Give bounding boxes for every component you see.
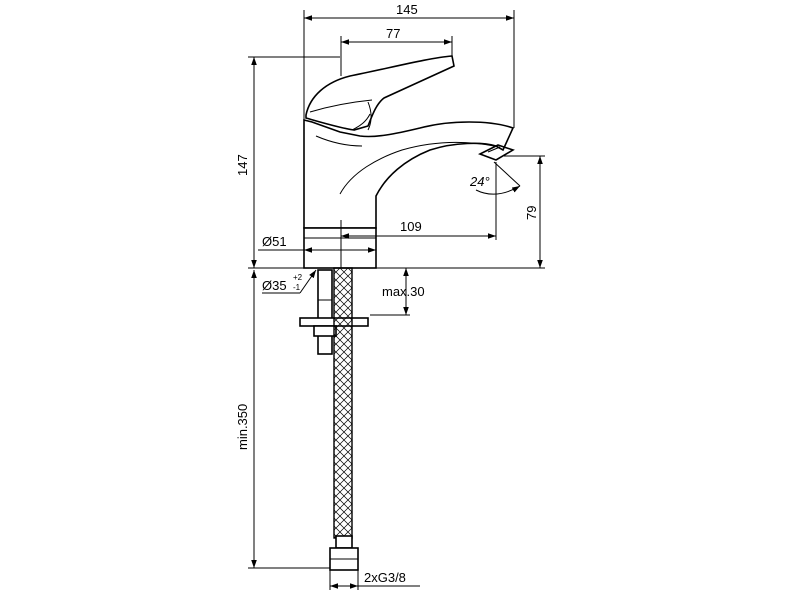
faucet-body <box>303 118 515 269</box>
dim-base-diameter: Ø51 <box>262 234 287 249</box>
dimension-lines <box>248 10 545 590</box>
dim-hole-diameter: Ø35 <box>262 278 287 293</box>
dimension-labels: 145 77 147 109 79 24° Ø51 Ø35 +2 -1 max.… <box>235 2 539 585</box>
dim-hole-tol-minus: -1 <box>293 283 301 292</box>
dim-overall-width: 145 <box>396 2 418 17</box>
lever-handle <box>305 55 455 131</box>
dim-spout-height: 79 <box>524 206 539 220</box>
dim-handle-width: 77 <box>386 26 400 41</box>
dim-connection: 2xG3/8 <box>364 570 406 585</box>
dim-max-thickness: max.30 <box>382 284 425 299</box>
dim-height: 147 <box>235 154 250 176</box>
dim-hole-tol-plus: +2 <box>293 273 303 282</box>
mounting-assembly <box>299 267 369 571</box>
dim-hose-length: min.350 <box>235 404 250 450</box>
dim-spout-reach: 109 <box>400 219 422 234</box>
dim-angle: 24° <box>469 174 490 189</box>
